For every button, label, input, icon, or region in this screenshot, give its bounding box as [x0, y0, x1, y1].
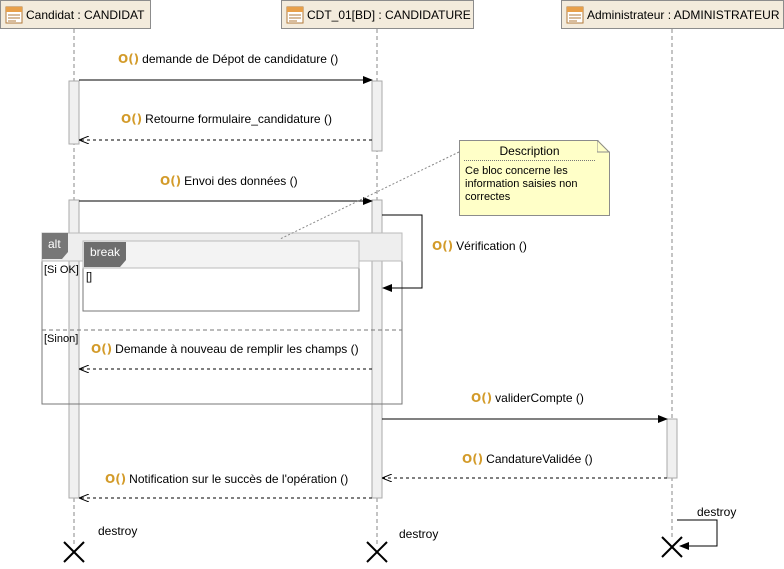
operation-icon: O() [121, 112, 143, 126]
activation-cdt-2 [371, 199, 383, 499]
message-label-2[interactable]: O() Retourne formulaire_candidature () [121, 112, 332, 126]
operation-icon: O() [432, 239, 454, 253]
destroy-mark-candidat [63, 541, 85, 563]
lifeline-header-cdt[interactable]: CDT_01[BD] : CANDIDATURE [281, 0, 474, 29]
lifeline-label: CDT_01[BD] : CANDIDATURE [307, 7, 471, 22]
msg-4-selfcall [382, 214, 423, 292]
activation-cdt-1 [371, 80, 383, 152]
class-icon [566, 6, 584, 23]
destroy-mark-admin [661, 536, 683, 558]
destroy-mark-cdt [366, 541, 388, 563]
message-text: CandatureValidée () [486, 452, 593, 466]
message-text: Vérification () [456, 239, 527, 253]
alt-guard-si-ok: [Si OK] [44, 264, 79, 276]
operation-icon: O() [105, 472, 127, 486]
message-label-8[interactable]: O() Notification sur le succès de l'opér… [105, 472, 348, 486]
break-header-strip [82, 240, 360, 269]
description-note[interactable]: Description Ce bloc concerne les informa… [459, 140, 610, 216]
operation-icon: O() [462, 452, 484, 466]
activation-candidat-1 [68, 80, 80, 145]
note-body: Ce bloc concerne les information saisies… [465, 165, 578, 203]
operation-icon: O() [160, 174, 182, 188]
message-label-1[interactable]: O() demande de Dépot de candidature () [118, 52, 338, 66]
note-fold-corner [597, 140, 610, 153]
operation-icon: O() [471, 391, 493, 405]
lifeline-label: Candidat : CANDIDAT [26, 7, 145, 22]
destroy-label-candidat: destroy [98, 524, 138, 538]
break-fragment-label[interactable]: break [90, 245, 121, 259]
message-label-5[interactable]: O() Demande à nouveau de remplir les cha… [91, 342, 359, 356]
lifeline-header-candidat[interactable]: Candidat : CANDIDAT [0, 0, 151, 29]
message-label-6[interactable]: O() validerCompte () [471, 391, 584, 405]
note-title: Description [464, 144, 595, 161]
activation-admin [666, 418, 678, 479]
operation-icon: O() [118, 52, 140, 66]
message-text: Notification sur le succès de l'opératio… [129, 472, 349, 486]
alt-tab-shape [42, 233, 68, 259]
message-text: Retourne formulaire_candidature () [145, 112, 332, 126]
break-tab-shape [84, 242, 126, 267]
message-text: validerCompte () [495, 391, 584, 405]
lifeline-header-admin[interactable]: Administrateur : ADMINISTRATEUR [561, 0, 784, 29]
destroy-label-admin: destroy [697, 505, 737, 519]
message-text: demande de Dépot de candidature () [142, 52, 339, 66]
operation-icon: O() [91, 342, 113, 356]
class-icon [5, 6, 23, 23]
activation-candidat-2 [68, 199, 80, 499]
destroy-selfcall-admin [677, 519, 718, 550]
message-text: Demande à nouveau de remplir les champs … [115, 342, 359, 356]
note-connector [279, 151, 460, 240]
break-guard: [] [86, 271, 93, 283]
alt-guard-sinon: [Sinon] [44, 333, 79, 345]
lifeline-label: Administrateur : ADMINISTRATEUR [587, 7, 780, 22]
alt-fragment-label[interactable]: alt [48, 236, 61, 251]
message-label-4[interactable]: O() Vérification () [432, 239, 527, 253]
destroy-label-cdt: destroy [399, 527, 439, 541]
class-icon [286, 6, 304, 23]
message-text: Envoi des données () [184, 174, 298, 188]
message-label-3[interactable]: O() Envoi des données () [160, 174, 298, 188]
message-label-7[interactable]: O() CandatureValidée () [462, 452, 593, 466]
